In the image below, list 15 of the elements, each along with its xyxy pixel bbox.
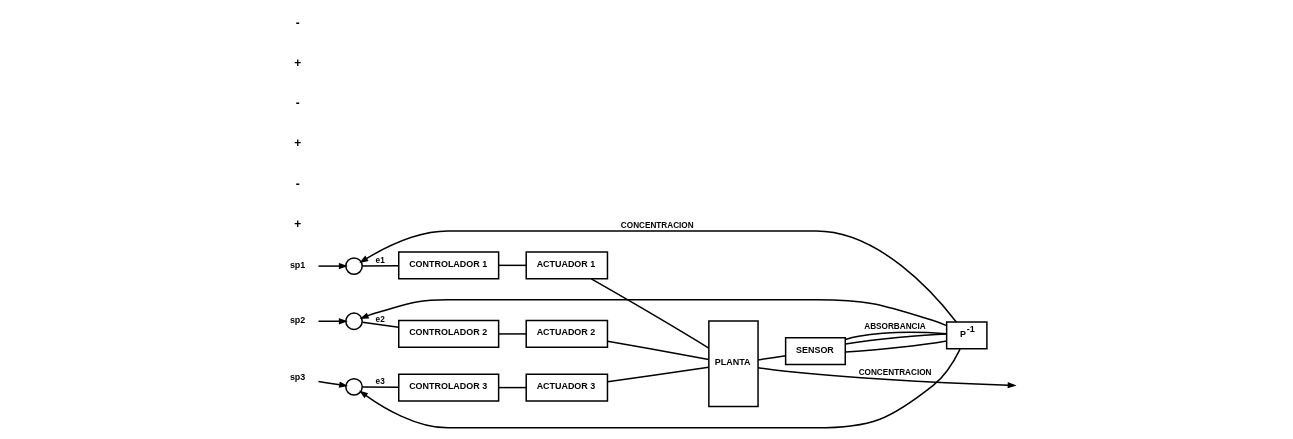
edge-label: CONCENTRACION [620,220,694,230]
edge-label: e1 [375,255,385,265]
label: - [295,96,300,111]
label: + [294,55,302,70]
label: - [295,176,300,191]
label: + [294,216,302,231]
edge-label: e3 [375,376,385,386]
label: - [295,15,300,30]
edge-label: ABSORBANCIA [864,322,926,332]
edge-label: CONCENTRACION [858,367,932,377]
node-text: sp1 [289,259,306,270]
node-text: sp2 [289,314,306,325]
edge-label: e2 [375,314,385,324]
node-text: sp3 [289,372,306,383]
label: + [294,136,302,151]
